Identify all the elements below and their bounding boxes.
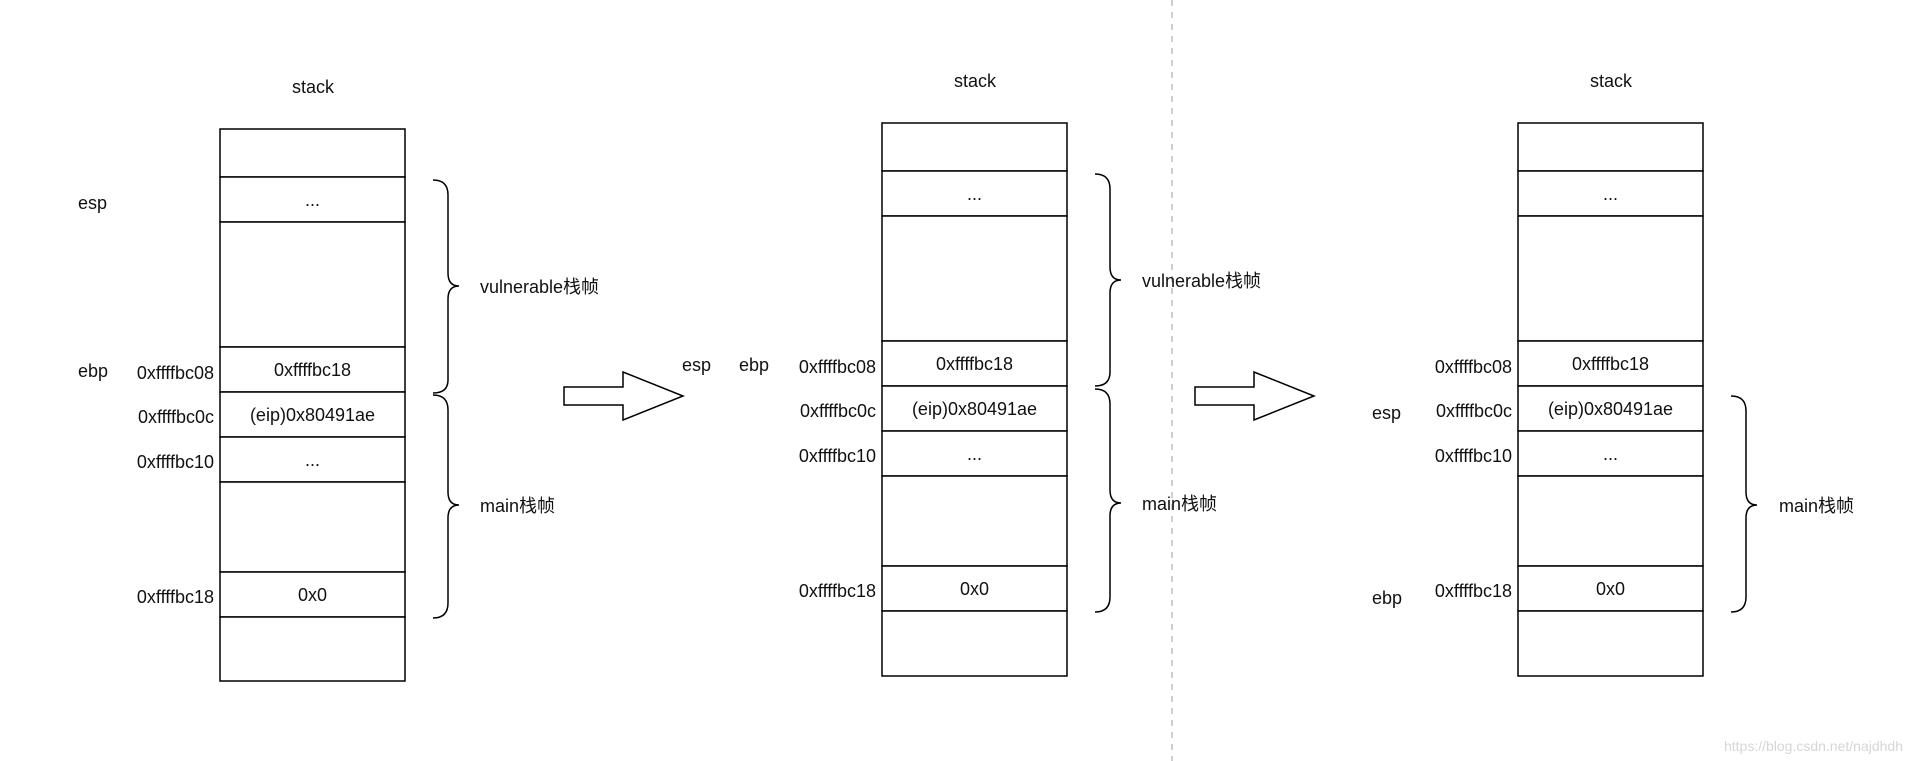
stack-cell (1517, 340, 1704, 387)
stack-cell (1517, 610, 1704, 677)
esp-label: esp (682, 355, 711, 375)
transition-arrow (1194, 370, 1317, 422)
stack-cell (219, 436, 406, 483)
stack-cell (219, 176, 406, 223)
cell-value: 0x0 (960, 579, 989, 599)
stack-title: stack (1590, 71, 1633, 91)
stack-cell (881, 385, 1068, 432)
stack-column (1517, 122, 1704, 677)
main-frame-brace (432, 394, 460, 619)
stack-cell (1517, 215, 1704, 342)
main-frame-brace (1094, 388, 1122, 613)
cell-value: (eip)0x80491ae (250, 405, 375, 425)
cell-value: 0x0 (298, 585, 327, 605)
main-frame-label: main栈帧 (1142, 494, 1217, 514)
address-label: 0xffffbc08 (137, 363, 214, 383)
vulnerable-frame-label: vulnerable栈帧 (480, 277, 599, 297)
stack-cell (1517, 475, 1704, 567)
cell-value: (eip)0x80491ae (1548, 399, 1673, 419)
stack-cell (1517, 385, 1704, 432)
address-label: 0xffffbc10 (799, 446, 876, 466)
stack-panel-2: stack ... 0xffffbc18 (eip)0x80491ae ... … (682, 71, 1261, 677)
cell-value: ... (967, 184, 982, 204)
main-frame-label: main栈帧 (480, 496, 555, 516)
cell-value: 0x0 (1596, 579, 1625, 599)
stack-title: stack (292, 77, 335, 97)
cell-value: (eip)0x80491ae (912, 399, 1037, 419)
esp-label: esp (1372, 403, 1401, 423)
ebp-label: ebp (78, 361, 108, 381)
address-label: 0xffffbc10 (1435, 446, 1512, 466)
stack-cell (219, 346, 406, 393)
cell-value: 0xffffbc18 (274, 360, 351, 380)
cell-value: ... (305, 450, 320, 470)
cell-value: ... (1603, 444, 1618, 464)
address-label: 0xffffbc0c (800, 401, 876, 421)
main-frame-brace (1730, 395, 1758, 613)
stack-cell (881, 215, 1068, 342)
esp-label: esp (78, 193, 107, 213)
address-label: 0xffffbc08 (1435, 357, 1512, 377)
stack-cell (219, 481, 406, 573)
stack-cell (1517, 430, 1704, 477)
stack-cell (219, 616, 406, 682)
main-frame-label: main栈帧 (1779, 496, 1854, 516)
stack-cell (881, 170, 1068, 217)
stack-cell (219, 128, 406, 178)
stack-cell (1517, 122, 1704, 172)
transition-arrow (563, 370, 686, 422)
cell-value: 0xffffbc18 (1572, 354, 1649, 374)
address-label: 0xffffbc08 (799, 357, 876, 377)
stack-cell (1517, 565, 1704, 612)
stack-cell (881, 122, 1068, 172)
ebp-label: ebp (1372, 588, 1402, 608)
stack-column (219, 128, 406, 682)
address-label: 0xffffbc18 (1435, 581, 1512, 601)
address-label: 0xffffbc0c (138, 407, 214, 427)
ebp-label: ebp (739, 355, 769, 375)
watermark: https://blog.csdn.net/najdhdh (1724, 738, 1903, 754)
stack-column (881, 122, 1068, 677)
cell-value: ... (967, 444, 982, 464)
cell-value: ... (1603, 184, 1618, 204)
address-label: 0xffffbc0c (1436, 401, 1512, 421)
cell-value: ... (305, 190, 320, 210)
stack-panel-3: stack ... 0xffffbc18 (eip)0x80491ae ... … (1372, 71, 1854, 677)
stack-cell (1517, 170, 1704, 217)
stack-cell (881, 475, 1068, 567)
stack-cell (881, 565, 1068, 612)
address-label: 0xffffbc18 (799, 581, 876, 601)
stack-cell (219, 571, 406, 618)
stack-cell (219, 221, 406, 348)
vulnerable-frame-brace (432, 179, 460, 394)
stack-panel-1: stack ... 0xffffbc18 (eip)0x80491ae ... … (78, 77, 599, 682)
stack-title: stack (954, 71, 997, 91)
vulnerable-frame-brace (1094, 173, 1122, 387)
cell-value: 0xffffbc18 (936, 354, 1013, 374)
address-label: 0xffffbc10 (137, 452, 214, 472)
address-label: 0xffffbc18 (137, 587, 214, 607)
stack-cell (881, 610, 1068, 677)
vulnerable-frame-label: vulnerable栈帧 (1142, 271, 1261, 291)
